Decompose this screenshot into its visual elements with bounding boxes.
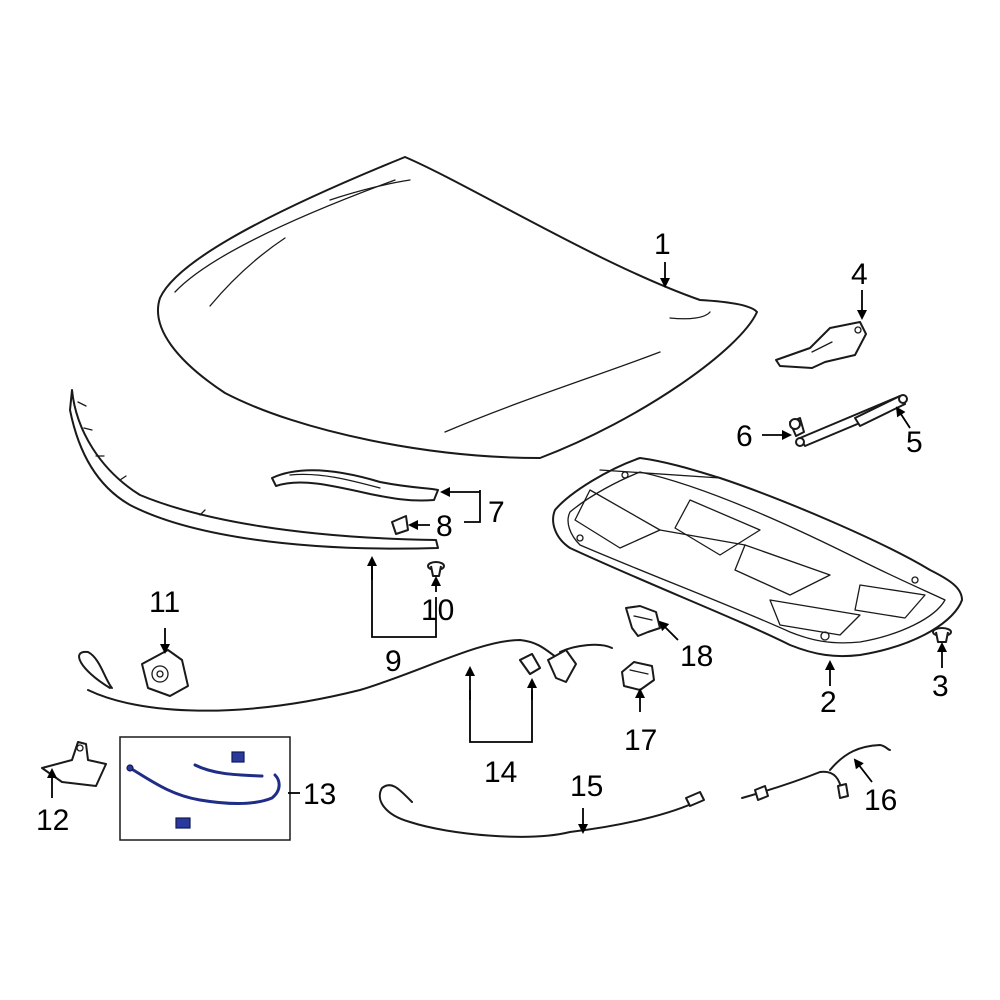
latch-cable[interactable] bbox=[741, 744, 891, 801]
callout-18: 18 bbox=[680, 640, 713, 673]
hood-release-handle[interactable] bbox=[141, 649, 189, 697]
seal-retainer[interactable] bbox=[391, 515, 409, 535]
callout-labels: 1 2 3 4 5 6 7 8 9 10 11 12 13 14 15 16 1… bbox=[36, 228, 949, 837]
ball-stud[interactable] bbox=[789, 417, 805, 437]
hood-lift-support[interactable] bbox=[795, 394, 908, 447]
callout-6: 6 bbox=[736, 420, 753, 453]
callout-17: 17 bbox=[624, 724, 657, 757]
callout-4: 4 bbox=[851, 258, 868, 291]
hood-front-molding[interactable] bbox=[69, 389, 439, 550]
callout-13: 13 bbox=[303, 778, 336, 811]
callout-7: 7 bbox=[488, 496, 505, 529]
cable-bracket[interactable] bbox=[621, 661, 655, 691]
callout-11: 11 bbox=[149, 586, 180, 619]
secondary-release-cable[interactable] bbox=[378, 784, 705, 838]
callout-14: 14 bbox=[484, 756, 517, 789]
hood-hinge[interactable] bbox=[775, 321, 867, 369]
hood-inner-panel[interactable] bbox=[552, 457, 963, 658]
callout-12: 12 bbox=[36, 804, 69, 837]
hood-seal[interactable] bbox=[271, 469, 439, 502]
hood-latch-bracket[interactable] bbox=[41, 741, 107, 787]
hood-panel[interactable] bbox=[157, 156, 758, 459]
hood-insulator-clip[interactable] bbox=[932, 627, 952, 643]
leader-lines bbox=[47, 262, 947, 834]
cable-clips[interactable] bbox=[519, 653, 541, 675]
callout-3: 3 bbox=[932, 670, 949, 703]
cable-clip-bracket[interactable] bbox=[625, 605, 661, 637]
callout-1: 1 bbox=[654, 228, 671, 261]
callout-8: 8 bbox=[436, 510, 453, 543]
callout-10: 10 bbox=[421, 594, 454, 627]
cable-kit-box[interactable] bbox=[119, 736, 291, 841]
callout-2: 2 bbox=[820, 686, 837, 719]
callout-15: 15 bbox=[570, 770, 603, 803]
molding-clip[interactable] bbox=[427, 561, 445, 577]
callout-16: 16 bbox=[864, 784, 897, 817]
callout-5: 5 bbox=[906, 426, 923, 459]
callout-9: 9 bbox=[385, 645, 402, 678]
